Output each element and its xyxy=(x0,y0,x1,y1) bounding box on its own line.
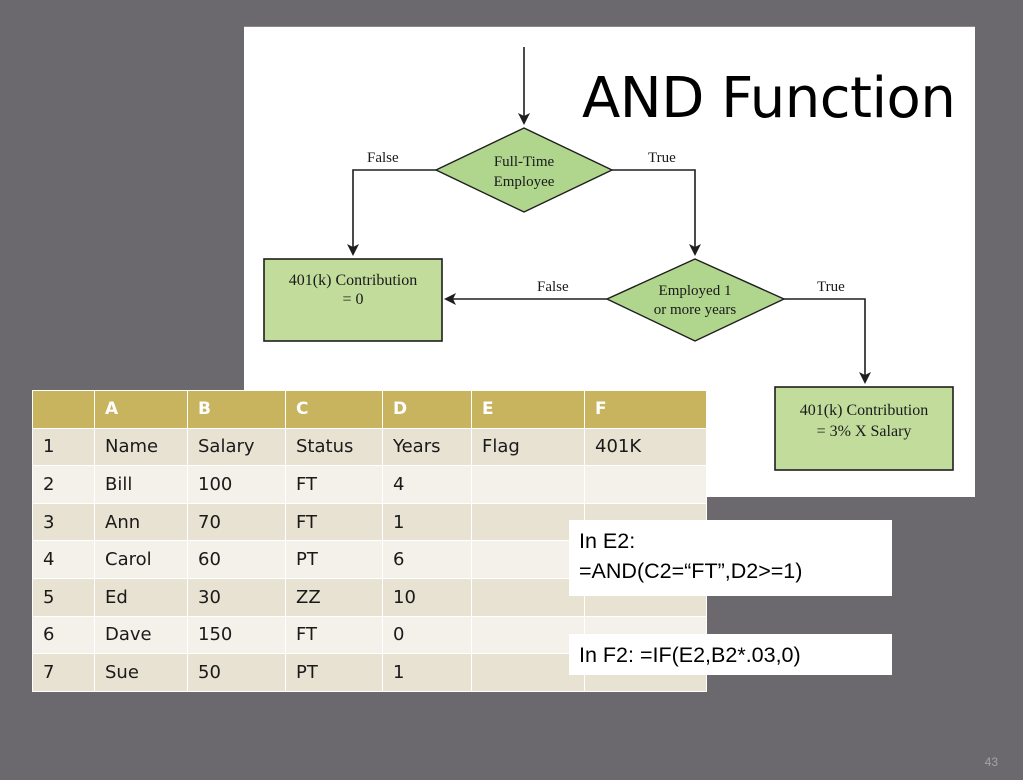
table-cell xyxy=(471,502,585,542)
decision2-true-label: True xyxy=(817,279,845,295)
row-number: 5 xyxy=(32,577,95,617)
table-cell: Ann xyxy=(94,502,188,542)
outcome-zero-line1: 401(k) Contribution xyxy=(289,272,417,289)
table-cell: 100 xyxy=(187,465,286,504)
outcome-contribution-three-percent xyxy=(774,386,954,471)
table-cell: Ed xyxy=(94,577,188,617)
decision1-true-label: True xyxy=(648,150,676,166)
table-cell: 60 xyxy=(187,540,286,579)
table-cell: 1 xyxy=(382,502,472,542)
table-cell: PT xyxy=(285,653,383,692)
table-cell: PT xyxy=(285,540,383,579)
table-cell: 150 xyxy=(187,615,286,655)
table-cell: Dave xyxy=(94,615,188,655)
table-row: 1 Name Salary Status Years Flag 401K xyxy=(32,427,707,467)
table-cell: 6 xyxy=(382,540,472,579)
table-cell: Bill xyxy=(94,465,188,504)
table-cell xyxy=(471,540,585,579)
table-cell: 401K xyxy=(584,427,707,467)
decision2-line2: or more years xyxy=(654,302,737,318)
outcome-true-line1: 401(k) Contribution xyxy=(800,402,928,419)
table-row: 3 Ann 70 FT 1 xyxy=(32,502,707,542)
table-cell: 1 xyxy=(382,653,472,692)
outcome-contribution-zero xyxy=(263,258,443,342)
table-cell: ZZ xyxy=(285,577,383,617)
row-number: 6 xyxy=(32,615,95,655)
table-cell: 0 xyxy=(382,615,472,655)
table-cell: Name xyxy=(94,427,188,467)
decision2-line1: Employed 1 xyxy=(659,283,732,299)
table-cell: Status xyxy=(285,427,383,467)
table-row: 5 Ed 30 ZZ 10 xyxy=(32,577,707,617)
decision1-line1: Full-Time xyxy=(494,154,555,170)
table-cell: FT xyxy=(285,615,383,655)
row-number: 7 xyxy=(32,653,95,692)
row-number: 1 xyxy=(32,427,95,467)
table-cell xyxy=(471,577,585,617)
table-cell xyxy=(471,615,585,655)
column-header-e: E xyxy=(471,390,585,429)
table-cell xyxy=(584,465,707,504)
table-cell: Sue xyxy=(94,653,188,692)
callout-e2-formula: =AND(C2=“FT”,D2>=1) xyxy=(579,559,803,583)
page-number: 43 xyxy=(984,755,998,769)
table-cell: 50 xyxy=(187,653,286,692)
spreadsheet-table: A B C D E F 1 Name Salary Status Years F… xyxy=(32,390,707,692)
row-number: 4 xyxy=(32,540,95,579)
callout-f2-text: In F2: =IF(E2,B2*.03,0) xyxy=(579,643,801,667)
table-cell: 70 xyxy=(187,502,286,542)
decision1-false-connector xyxy=(347,169,436,256)
decision1-true-connector xyxy=(612,169,701,256)
column-header-c: C xyxy=(285,390,383,429)
table-cell: Years xyxy=(382,427,472,467)
table-cell: 30 xyxy=(187,577,286,617)
table-cell: Salary xyxy=(187,427,286,467)
column-header-a: A xyxy=(94,390,188,429)
table-row: 2 Bill 100 FT 4 xyxy=(32,465,707,504)
slide-title: AND Function xyxy=(582,66,956,131)
table-cell: FT xyxy=(285,465,383,504)
table-cell: Flag xyxy=(471,427,585,467)
corner-cell xyxy=(32,390,95,429)
row-number: 3 xyxy=(32,502,95,542)
decision1-false-label: False xyxy=(367,150,399,166)
table-cell xyxy=(471,465,585,504)
decision-full-time-employee xyxy=(434,127,614,213)
table-cell xyxy=(471,653,585,692)
outcome-zero-line2: = 0 xyxy=(342,291,363,308)
row-number: 2 xyxy=(32,465,95,504)
flowchart: Full-Time Employee False True 401(k) Con… xyxy=(263,47,954,471)
column-header-row: A B C D E F xyxy=(32,390,707,429)
outcome-true-line2: = 3% X Salary xyxy=(817,423,912,440)
table-cell: Carol xyxy=(94,540,188,579)
column-header-f: F xyxy=(584,390,707,429)
callout-e2-label: In E2: xyxy=(579,529,636,553)
table-cell: 4 xyxy=(382,465,472,504)
decision2-true-connector xyxy=(784,298,871,384)
table-cell: FT xyxy=(285,502,383,542)
decision2-false-label: False xyxy=(537,279,569,295)
decision-employed-1-or-more-years xyxy=(605,258,786,342)
formula-callout-f2: In F2: =IF(E2,B2*.03,0) xyxy=(569,634,892,675)
table-cell: 10 xyxy=(382,577,472,617)
formula-callout-e2: In E2: =AND(C2=“FT”,D2>=1) xyxy=(569,520,892,596)
column-header-b: B xyxy=(187,390,286,429)
column-header-d: D xyxy=(382,390,472,429)
decision1-line2: Employee xyxy=(494,174,555,190)
